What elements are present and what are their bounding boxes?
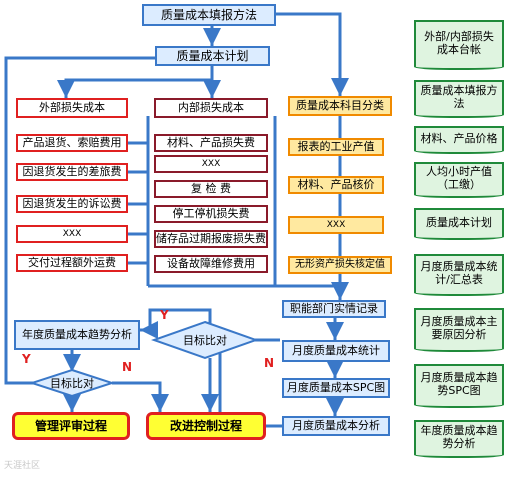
mgmt-review-box: 管理评审过程	[12, 412, 130, 440]
improve-control-box: 改进控制过程	[146, 412, 266, 440]
dept-record-box: 职能部门实情记录	[282, 300, 386, 318]
internal-item: 停工停机损失费	[154, 205, 268, 223]
external-item: XXX	[16, 225, 128, 243]
side-doc: 月度质量成本主要原因分析	[414, 308, 504, 352]
yes-label: Y	[160, 308, 169, 322]
side-doc: 人均小时产值（工缴）	[414, 162, 504, 198]
subject-item: 无形资产损失核定值	[288, 256, 392, 274]
no-label: N	[122, 360, 133, 374]
subject-item: 材料、产品核价	[288, 176, 384, 194]
external-item: 交付过程额外运费	[16, 254, 128, 272]
monthly-stat-box: 月度质量成本统计	[282, 340, 390, 362]
external-item: 因退货发生的诉讼费	[16, 195, 128, 213]
side-doc: 年度质量成本趋势分析	[414, 420, 504, 458]
internal-item: XXX	[154, 155, 268, 173]
external-loss-box: 外部损失成本	[16, 98, 128, 118]
target-compare-label-2: 目标比对	[183, 334, 227, 347]
side-doc: 外部/内部损失成本台帐	[414, 20, 504, 70]
internal-item: 复 检 费	[154, 180, 268, 198]
target-compare-diamond-1	[28, 368, 116, 398]
side-doc: 材料、产品价格	[414, 126, 504, 154]
monthly-analysis-box: 月度质量成本分析	[282, 416, 390, 436]
side-doc: 质量成本计划	[414, 208, 504, 240]
external-item: 产品退货、索赔费用	[16, 134, 128, 152]
watermark: 天涯社区	[4, 461, 41, 471]
side-doc: 月度质量成本统计/汇总表	[414, 254, 504, 296]
subject-item: 报表的工业产值	[288, 138, 384, 156]
plan-box: 质量成本计划	[155, 46, 270, 66]
subject-item: XXX	[288, 216, 384, 234]
side-doc: 月度质量成本趋势SPC图	[414, 364, 504, 408]
subject-box: 质量成本科目分类	[288, 96, 392, 116]
fill-method-box: 质量成本填报方法	[142, 4, 276, 26]
internal-item: 储存品过期报废损失费	[154, 230, 268, 248]
yes-label: Y	[22, 352, 31, 366]
target-compare-diamond-2	[150, 320, 260, 360]
internal-item: 材料、产品损失费	[154, 134, 268, 152]
target-compare-label-1: 目标比对	[50, 377, 94, 390]
annual-trend-box: 年度质量成本趋势分析	[14, 320, 140, 350]
spc-box: 月度质量成本SPC图	[282, 378, 390, 398]
internal-loss-box: 内部损失成本	[154, 98, 268, 118]
external-item: 因退货发生的差旅费	[16, 163, 128, 181]
internal-item: 设备故障维修费用	[154, 255, 268, 273]
side-doc: 质量成本填报方法	[414, 80, 504, 118]
no-label: N	[264, 356, 275, 370]
